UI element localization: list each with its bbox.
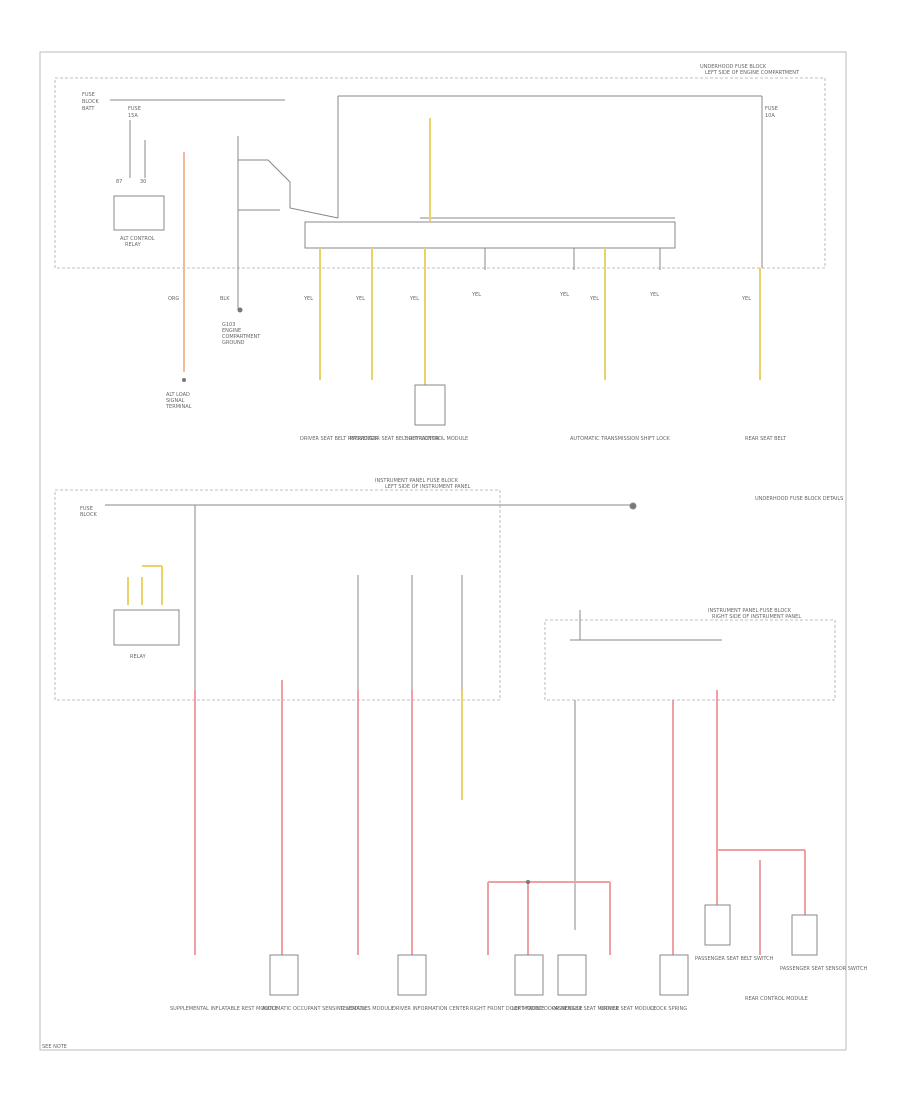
connector-pss [791, 914, 818, 956]
connector-clock [659, 954, 689, 996]
bottom-load-label-8: DRIVER SEAT MODULE [600, 1006, 656, 1012]
bottom-load-label-2: AUTOMATIC OCCUPANT SENSING MODULE [262, 1006, 368, 1012]
svg-text:G103: G103 [222, 322, 235, 328]
svg-text:YEL: YEL [409, 296, 419, 302]
svg-text:YEL: YEL [741, 296, 751, 302]
svg-text:TERMINAL: TERMINAL [165, 404, 192, 410]
bottom-load-label-11: REAR CONTROL MODULE [745, 996, 808, 1002]
bottom-load-label-6: LEFT FRONT DOOR MODULE [512, 1006, 583, 1012]
top-load-label-2: PASSENGER SEAT BELT RETRACTOR [350, 436, 440, 442]
svg-text:RELAY: RELAY [130, 654, 147, 660]
svg-text:FUSE: FUSE [128, 106, 141, 112]
bottom-right-note: UNDERHOOD FUSE BLOCK DETAILS [755, 496, 843, 502]
footer-code: SEE NOTE [42, 1044, 67, 1050]
svg-text:YEL: YEL [589, 296, 599, 302]
connector-psb [704, 904, 731, 946]
bottom-section: INSTRUMENT PANEL FUSE BLOCK LEFT SIDE OF… [54, 478, 868, 1012]
top-header-sub: LEFT SIDE OF ENGINE COMPARTMENT [705, 70, 800, 76]
svg-text:RELAY: RELAY [125, 242, 142, 248]
svg-text:ORG: ORG [168, 296, 179, 302]
svg-text:FUSE: FUSE [80, 506, 93, 512]
top-load-label-4: AUTOMATIC TRANSMISSION SHIFT LOCK [570, 436, 670, 442]
underhood-fuse-block-outline [54, 77, 826, 269]
bottom-load-label-5: RIGHT FRONT DOOR MODULE [470, 1006, 544, 1012]
connector-dic [397, 954, 427, 996]
outer-frame [39, 51, 847, 1051]
connector-aos [269, 954, 299, 996]
svg-text:FUSE: FUSE [82, 92, 95, 98]
bottom-header-title: INSTRUMENT PANEL FUSE BLOCK [375, 478, 459, 484]
svg-text:YEL: YEL [649, 292, 659, 298]
svg-text:10A: 10A [765, 113, 775, 119]
bottom-relay [113, 609, 180, 646]
bottom-load-label-9: CLOCK SPRING [650, 1006, 687, 1012]
svg-text:YEL: YEL [471, 292, 481, 298]
top-load-label-3: BODY CONTROL MODULE [405, 436, 468, 442]
top-section: UNDERHOOD FUSE BLOCK LEFT SIDE OF ENGINE… [54, 64, 826, 442]
svg-text:ENGINE: ENGINE [222, 328, 241, 334]
bottom-load-label-12: PASSENGER SEAT SENSOR SWITCH [780, 966, 868, 972]
top-header-title: UNDERHOOD FUSE BLOCK [700, 64, 767, 70]
right-ip-fuse-block-outline [544, 619, 836, 701]
svg-text:ALT CONTROL: ALT CONTROL [120, 236, 155, 242]
connector-lfd [514, 954, 544, 996]
top-bcm-connector [414, 384, 446, 426]
top-load-label-1: DRIVER SEAT BELT RETRACTOR [300, 436, 379, 442]
svg-text:87: 87 [116, 179, 122, 185]
svg-text:BLOCK: BLOCK [80, 512, 97, 518]
svg-text:15A: 15A [128, 113, 138, 119]
svg-text:FUSE: FUSE [765, 106, 778, 112]
connector-psm [557, 954, 587, 996]
svg-text:YEL: YEL [303, 296, 313, 302]
svg-text:YEL: YEL [559, 292, 569, 298]
bottom-header-sub: LEFT SIDE OF INSTRUMENT PANEL [385, 484, 470, 490]
right-header-sub: RIGHT SIDE OF INSTRUMENT PANEL [712, 614, 801, 620]
svg-text:SIGNAL: SIGNAL [166, 398, 185, 404]
svg-text:YEL: YEL [355, 296, 365, 302]
top-load-label-5: REAR SEAT BELT [745, 436, 787, 442]
bottom-load-label-3: TELEMATICS MODULE [339, 1006, 394, 1012]
top-relay [113, 195, 165, 231]
right-header-title: INSTRUMENT PANEL FUSE BLOCK [708, 608, 792, 614]
bottom-load-label-10: PASSENGER SEAT BELT SWITCH [695, 956, 774, 962]
svg-text:COMPARTMENT: COMPARTMENT [222, 334, 261, 340]
svg-text:BLK: BLK [220, 296, 230, 302]
svg-text:ALT LOAD: ALT LOAD [166, 392, 190, 398]
bottom-load-label-1: SUPPLEMENTAL INFLATABLE REST MODULE [170, 1006, 278, 1012]
ip-fuse-block-outline [54, 489, 501, 701]
bottom-load-label-4: DRIVER INFORMATION CENTER [392, 1006, 470, 1012]
svg-text:BLOCK: BLOCK [82, 99, 99, 105]
svg-text:GROUND: GROUND [222, 340, 245, 346]
bottom-load-label-7: PASSENGER SEAT MODULE [552, 1006, 619, 1012]
svg-text:BATT: BATT [82, 106, 95, 112]
svg-text:30: 30 [140, 179, 146, 185]
